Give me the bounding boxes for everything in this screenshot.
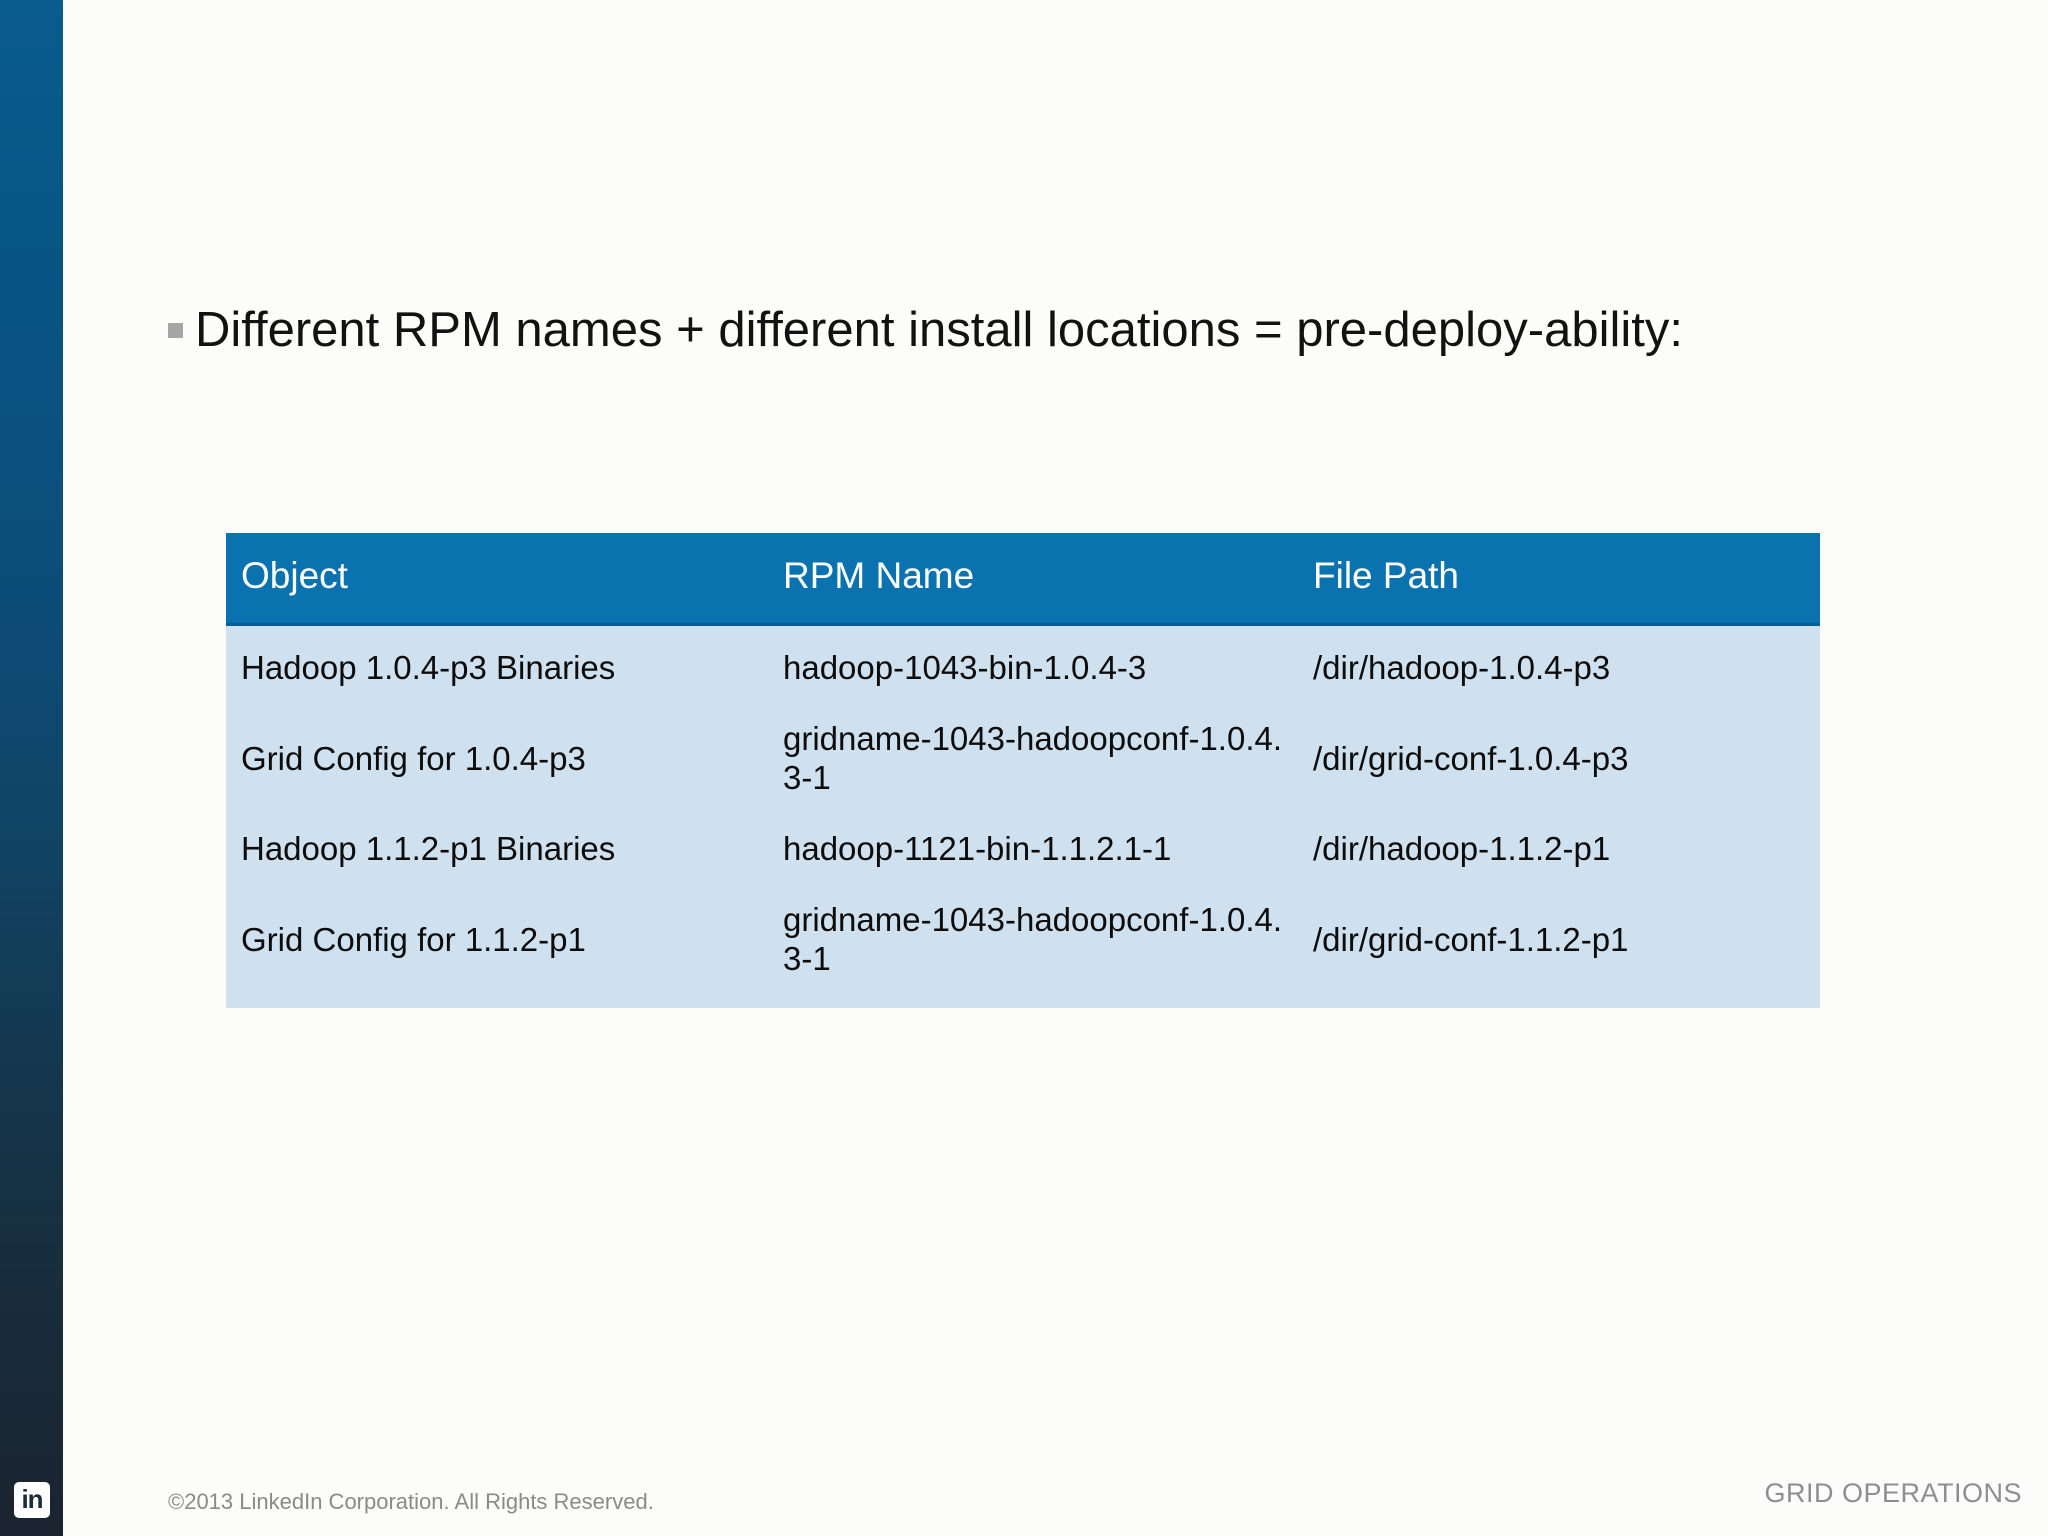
table-body: Hadoop 1.0.4-p3 Binaries hadoop-1043-bin… [226,624,1820,1008]
linkedin-logo-icon: in [14,1482,50,1518]
cell-object: Hadoop 1.0.4-p3 Binaries [226,624,768,701]
left-accent-rail: in [0,0,63,1536]
cell-rpm-name: hadoop-1043-bin-1.0.4-3 [768,624,1298,701]
table-row: Hadoop 1.1.2-p1 Binaries hadoop-1121-bin… [226,815,1820,882]
linkedin-logo-text: in [21,1484,43,1514]
cell-object: Hadoop 1.1.2-p1 Binaries [226,815,768,882]
cell-rpm-name: gridname-1043-hadoopconf-1.0.4.3-1 [768,701,1298,815]
column-header-object: Object [226,533,768,626]
cell-rpm-name: hadoop-1121-bin-1.1.2.1-1 [768,815,1298,882]
footer-deck-label: GRID OPERATIONS [1764,1478,2022,1508]
column-header-rpm-name: RPM Name [768,533,1298,626]
cell-object: Grid Config for 1.1.2-p1 [226,882,768,1008]
cell-rpm-name: gridname-1043-hadoopconf-1.0.4.3-1 [768,882,1298,1008]
table-row: Grid Config for 1.0.4-p3 gridname-1043-h… [226,701,1820,815]
cell-file-path: /dir/hadoop-1.0.4-p3 [1298,624,1820,701]
slide-content-area: Different RPM names + different install … [63,0,2048,1536]
table-header-row: Object RPM Name File Path [226,533,1820,626]
bullet-heading: Different RPM names + different install … [168,300,1683,360]
column-header-file-path: File Path [1298,533,1820,626]
cell-file-path: /dir/hadoop-1.1.2-p1 [1298,815,1820,882]
table-header: Object RPM Name File Path [226,533,1820,626]
bullet-heading-text: Different RPM names + different install … [195,303,1683,357]
rpm-mapping-table: Object RPM Name File Path Hadoop 1.0.4-p… [226,533,1820,1008]
cell-file-path: /dir/grid-conf-1.0.4-p3 [1298,701,1820,815]
square-bullet-icon [168,323,183,338]
footer-copyright: ©2013 LinkedIn Corporation. All Rights R… [168,1489,654,1514]
table-row: Grid Config for 1.1.2-p1 gridname-1043-h… [226,882,1820,1008]
cell-object: Grid Config for 1.0.4-p3 [226,701,768,815]
cell-file-path: /dir/grid-conf-1.1.2-p1 [1298,882,1820,1008]
table-row: Hadoop 1.0.4-p3 Binaries hadoop-1043-bin… [226,624,1820,701]
